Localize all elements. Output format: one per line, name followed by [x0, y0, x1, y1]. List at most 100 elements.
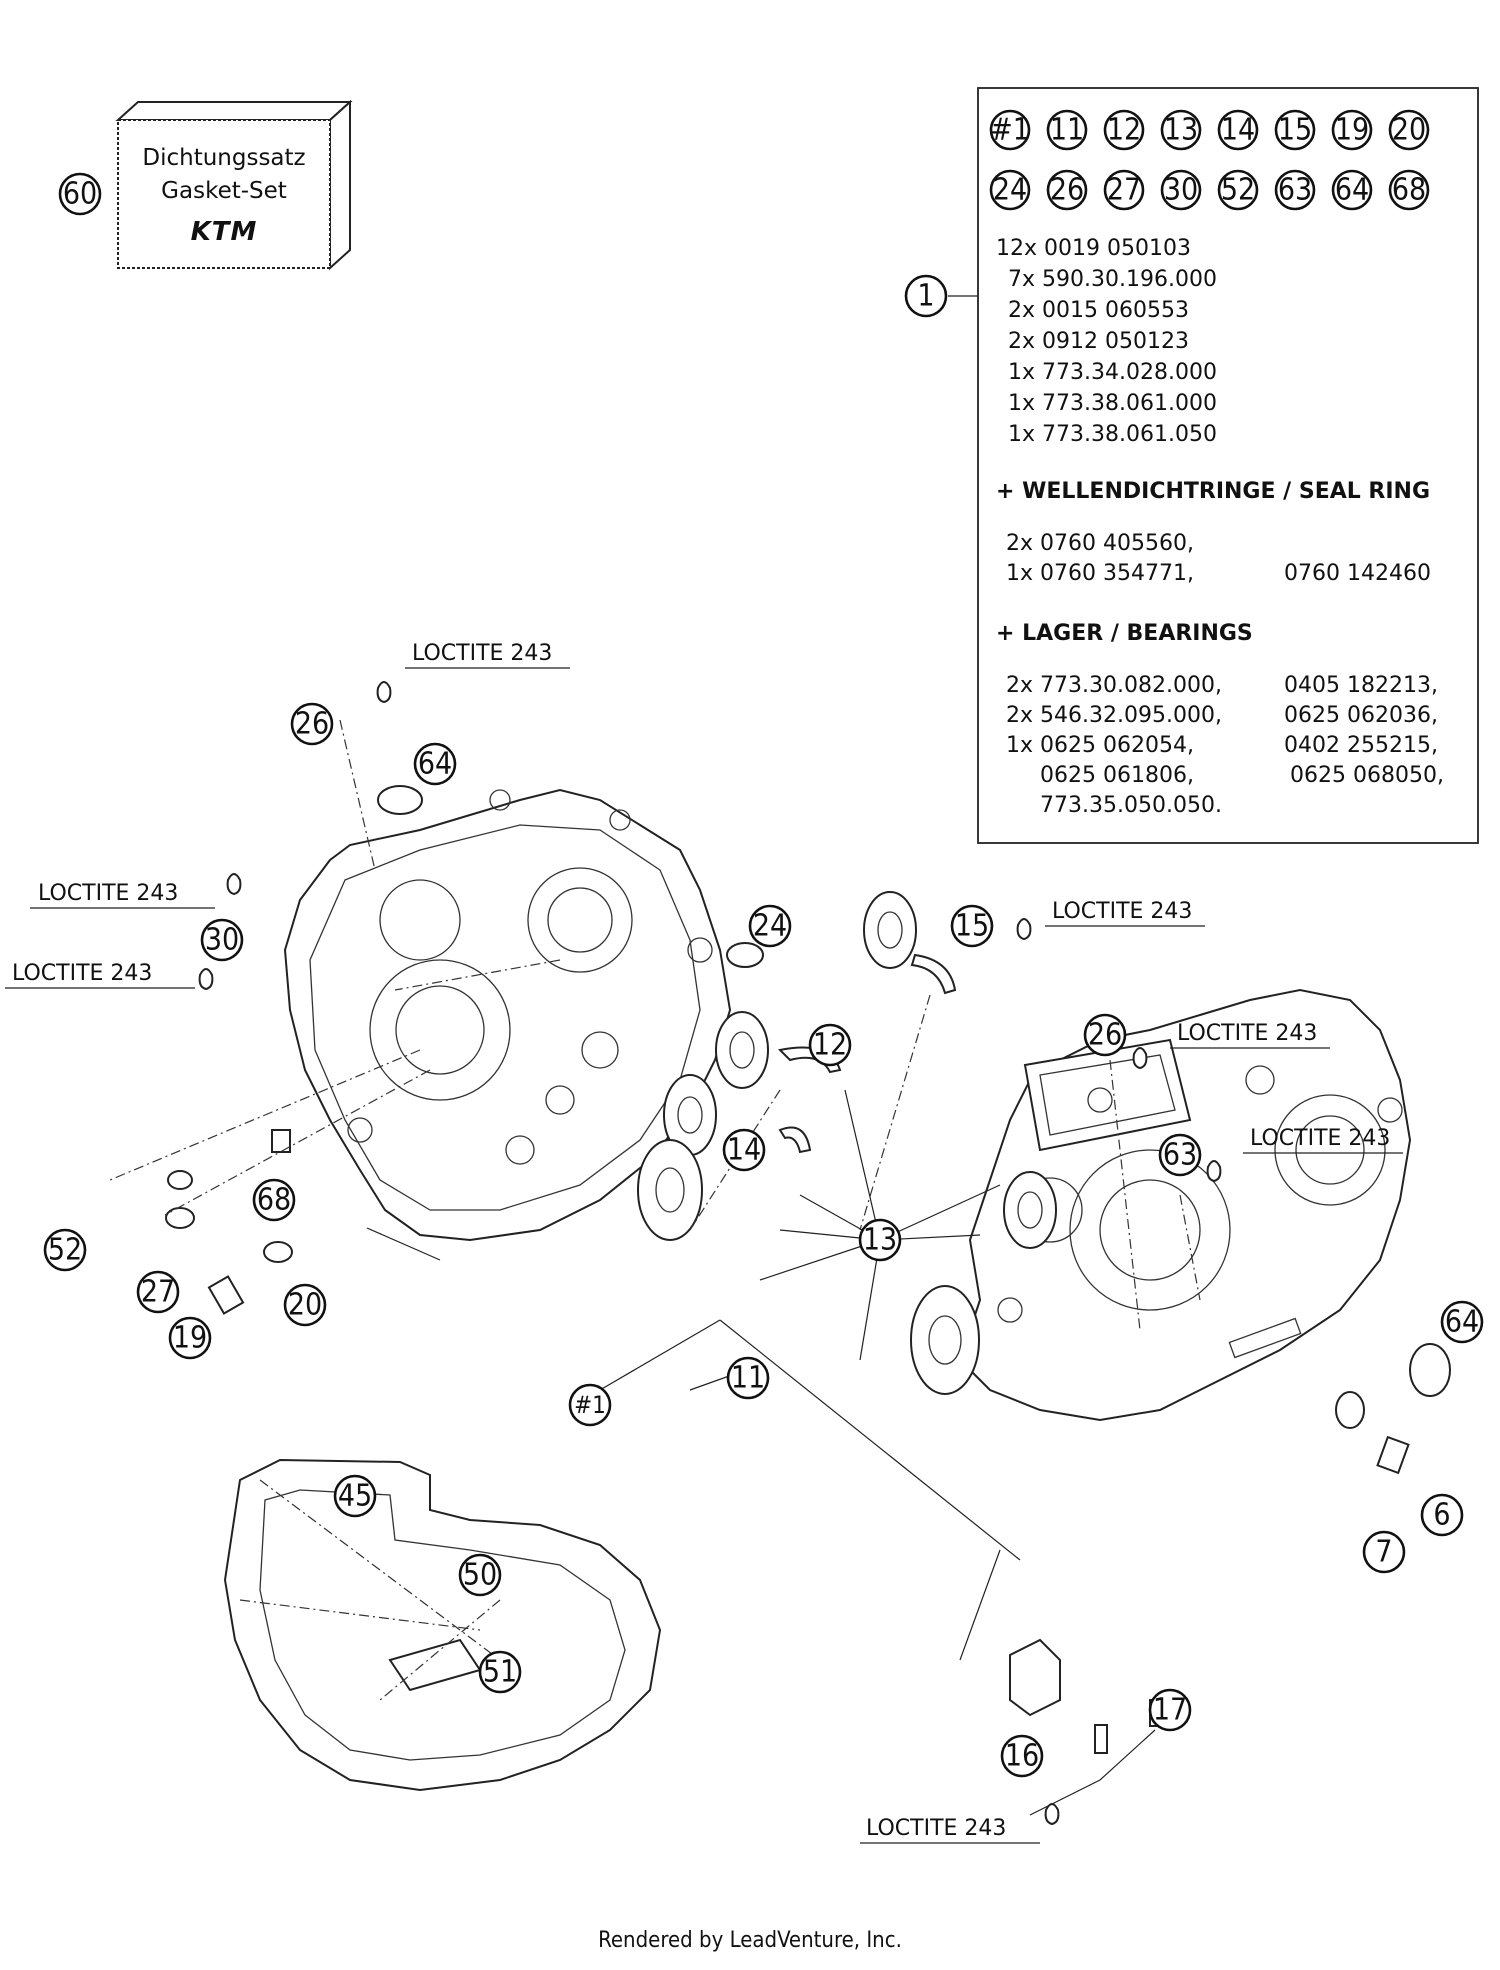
left-crankcase-half: [283, 788, 732, 1242]
callout-26-right[interactable]: 26: [1083, 1013, 1127, 1057]
callout-1-hash[interactable]: #1: [568, 1383, 612, 1427]
bearing-part: 2x 546.32.095.000,: [1006, 703, 1222, 728]
callout-15[interactable]: 15: [950, 904, 994, 948]
loctite-label-left-lower: LOCTITE 243: [12, 961, 152, 986]
svg-text:15: 15: [955, 909, 989, 944]
seal-ring-heading: + WELLENDICHTRINGE / SEAL RING: [996, 479, 1430, 504]
kit-member-12[interactable]: 12: [1103, 109, 1145, 151]
kit-member-63[interactable]: 63: [1274, 169, 1316, 211]
svg-text:20: 20: [288, 1288, 322, 1323]
footer-credit: Rendered by LeadVenture, Inc.: [598, 1928, 902, 1953]
svg-text:12: 12: [813, 1028, 847, 1063]
svg-text:63: 63: [1278, 173, 1312, 208]
svg-text:16: 16: [1005, 1739, 1039, 1774]
svg-text:17: 17: [1153, 1693, 1187, 1728]
svg-text:68: 68: [257, 1183, 291, 1218]
kit-part-line: 7x 590.30.196.000: [1008, 267, 1217, 292]
callout-11[interactable]: 11: [726, 1356, 770, 1400]
svg-text:30: 30: [205, 923, 239, 958]
gasket-set-label-de: Dichtungssatz: [142, 145, 305, 171]
kit-members-row-2: 24 26 27 30 52 63 64 68: [989, 169, 1430, 211]
svg-text:27: 27: [141, 1275, 175, 1310]
callout-51[interactable]: 51: [478, 1650, 522, 1694]
kit-member-26[interactable]: 26: [1046, 169, 1088, 211]
callout-64-left[interactable]: 64: [413, 742, 457, 786]
seal-ring-part: 0760 142460: [1284, 561, 1431, 586]
kit-member-20[interactable]: 20: [1388, 109, 1430, 151]
svg-text:26: 26: [295, 707, 329, 742]
svg-text:26: 26: [1088, 1018, 1122, 1053]
svg-text:24: 24: [753, 909, 787, 944]
kit-member-27[interactable]: 27: [1103, 169, 1145, 211]
callout-20[interactable]: 20: [283, 1283, 327, 1327]
loctite-label-left-upper: LOCTITE 243: [38, 881, 178, 906]
callout-26-top[interactable]: 26: [290, 702, 334, 746]
kit-part-line: 2x 0015 060553: [1008, 298, 1189, 323]
svg-text:27: 27: [1107, 173, 1141, 208]
callout-12[interactable]: 12: [808, 1023, 852, 1067]
svg-text:20: 20: [1392, 113, 1426, 148]
seal-ring-list: 2x 0760 405560,1x 0760 354771,0760 14246…: [1006, 531, 1431, 586]
callout-60[interactable]: 60: [58, 172, 102, 216]
bearing-part: 0405 182213,: [1284, 673, 1438, 698]
kit-member-68[interactable]: 68: [1388, 169, 1430, 211]
seal-ring-part: 1x 0760 354771,: [1006, 561, 1194, 586]
loctite-label-right-upper: LOCTITE 243: [1177, 1021, 1317, 1046]
loctite-label-mid: LOCTITE 243: [1052, 899, 1192, 924]
loctite-drops: [198, 681, 1222, 1826]
svg-text:#1: #1: [990, 113, 1030, 148]
bearings: [165, 785, 1451, 1429]
callout-68[interactable]: 68: [252, 1178, 296, 1222]
callout-6[interactable]: 6: [1420, 1493, 1464, 1537]
svg-text:26: 26: [1050, 173, 1084, 208]
right-crankcase-half: [958, 988, 1412, 1422]
svg-text:24: 24: [993, 173, 1027, 208]
svg-text:13: 13: [1164, 113, 1198, 148]
callout-17[interactable]: 17: [1148, 1688, 1192, 1732]
svg-text:12: 12: [1107, 113, 1141, 148]
leader-lines: [109, 719, 1201, 1816]
kit-member-11[interactable]: 11: [1046, 109, 1088, 151]
kit-member-13[interactable]: 13: [1160, 109, 1202, 151]
kit-part-line: 2x 0912 050123: [1008, 329, 1189, 354]
bearings-list: 2x 773.30.082.000,0405 182213,2x 546.32.…: [1006, 673, 1444, 818]
kit-member-hash1[interactable]: #1: [989, 109, 1031, 151]
callout-27[interactable]: 27: [136, 1270, 180, 1314]
bearing-part: 0625 062036,: [1284, 703, 1438, 728]
kit-member-19[interactable]: 19: [1331, 109, 1373, 151]
callout-14[interactable]: 14: [722, 1128, 766, 1172]
svg-text:45: 45: [338, 1479, 372, 1514]
kit-member-15[interactable]: 15: [1274, 109, 1316, 151]
callout-1[interactable]: 1: [904, 274, 948, 318]
kit-member-64[interactable]: 64: [1331, 169, 1373, 211]
svg-text:60: 60: [63, 177, 97, 212]
gasket-set-box: Dichtungssatz Gasket-Set KTM: [115, 99, 353, 271]
callout-30[interactable]: 30: [200, 918, 244, 962]
svg-text:68: 68: [1392, 173, 1426, 208]
svg-text:14: 14: [1221, 113, 1255, 148]
callout-52[interactable]: 52: [43, 1228, 87, 1272]
svg-text:52: 52: [1221, 173, 1255, 208]
callout-64-right[interactable]: 64: [1440, 1300, 1484, 1344]
callout-16[interactable]: 16: [1000, 1734, 1044, 1778]
callout-50[interactable]: 50: [458, 1553, 502, 1597]
callout-24[interactable]: 24: [748, 904, 792, 948]
kit-part-line: 12x 0019 050103: [996, 236, 1191, 261]
svg-text:1: 1: [917, 279, 934, 314]
callout-45[interactable]: 45: [333, 1474, 377, 1518]
kit-part-line: 1x 773.38.061.000: [1008, 391, 1217, 416]
svg-text:50: 50: [463, 1558, 497, 1593]
svg-text:15: 15: [1278, 113, 1312, 148]
callout-19[interactable]: 19: [168, 1316, 212, 1360]
bearing-part: 0625 061806,: [1040, 763, 1194, 788]
kit-member-14[interactable]: 14: [1217, 109, 1259, 151]
svg-text:14: 14: [727, 1133, 761, 1168]
callout-63[interactable]: 63: [1158, 1133, 1202, 1177]
kit-member-24[interactable]: 24: [989, 169, 1031, 211]
kit-part-line: 1x 773.34.028.000: [1008, 360, 1217, 385]
svg-text:64: 64: [418, 747, 452, 782]
kit-member-30[interactable]: 30: [1160, 169, 1202, 211]
kit-member-52[interactable]: 52: [1217, 169, 1259, 211]
callout-13[interactable]: 13: [858, 1218, 902, 1262]
callout-7[interactable]: 7: [1362, 1530, 1406, 1574]
